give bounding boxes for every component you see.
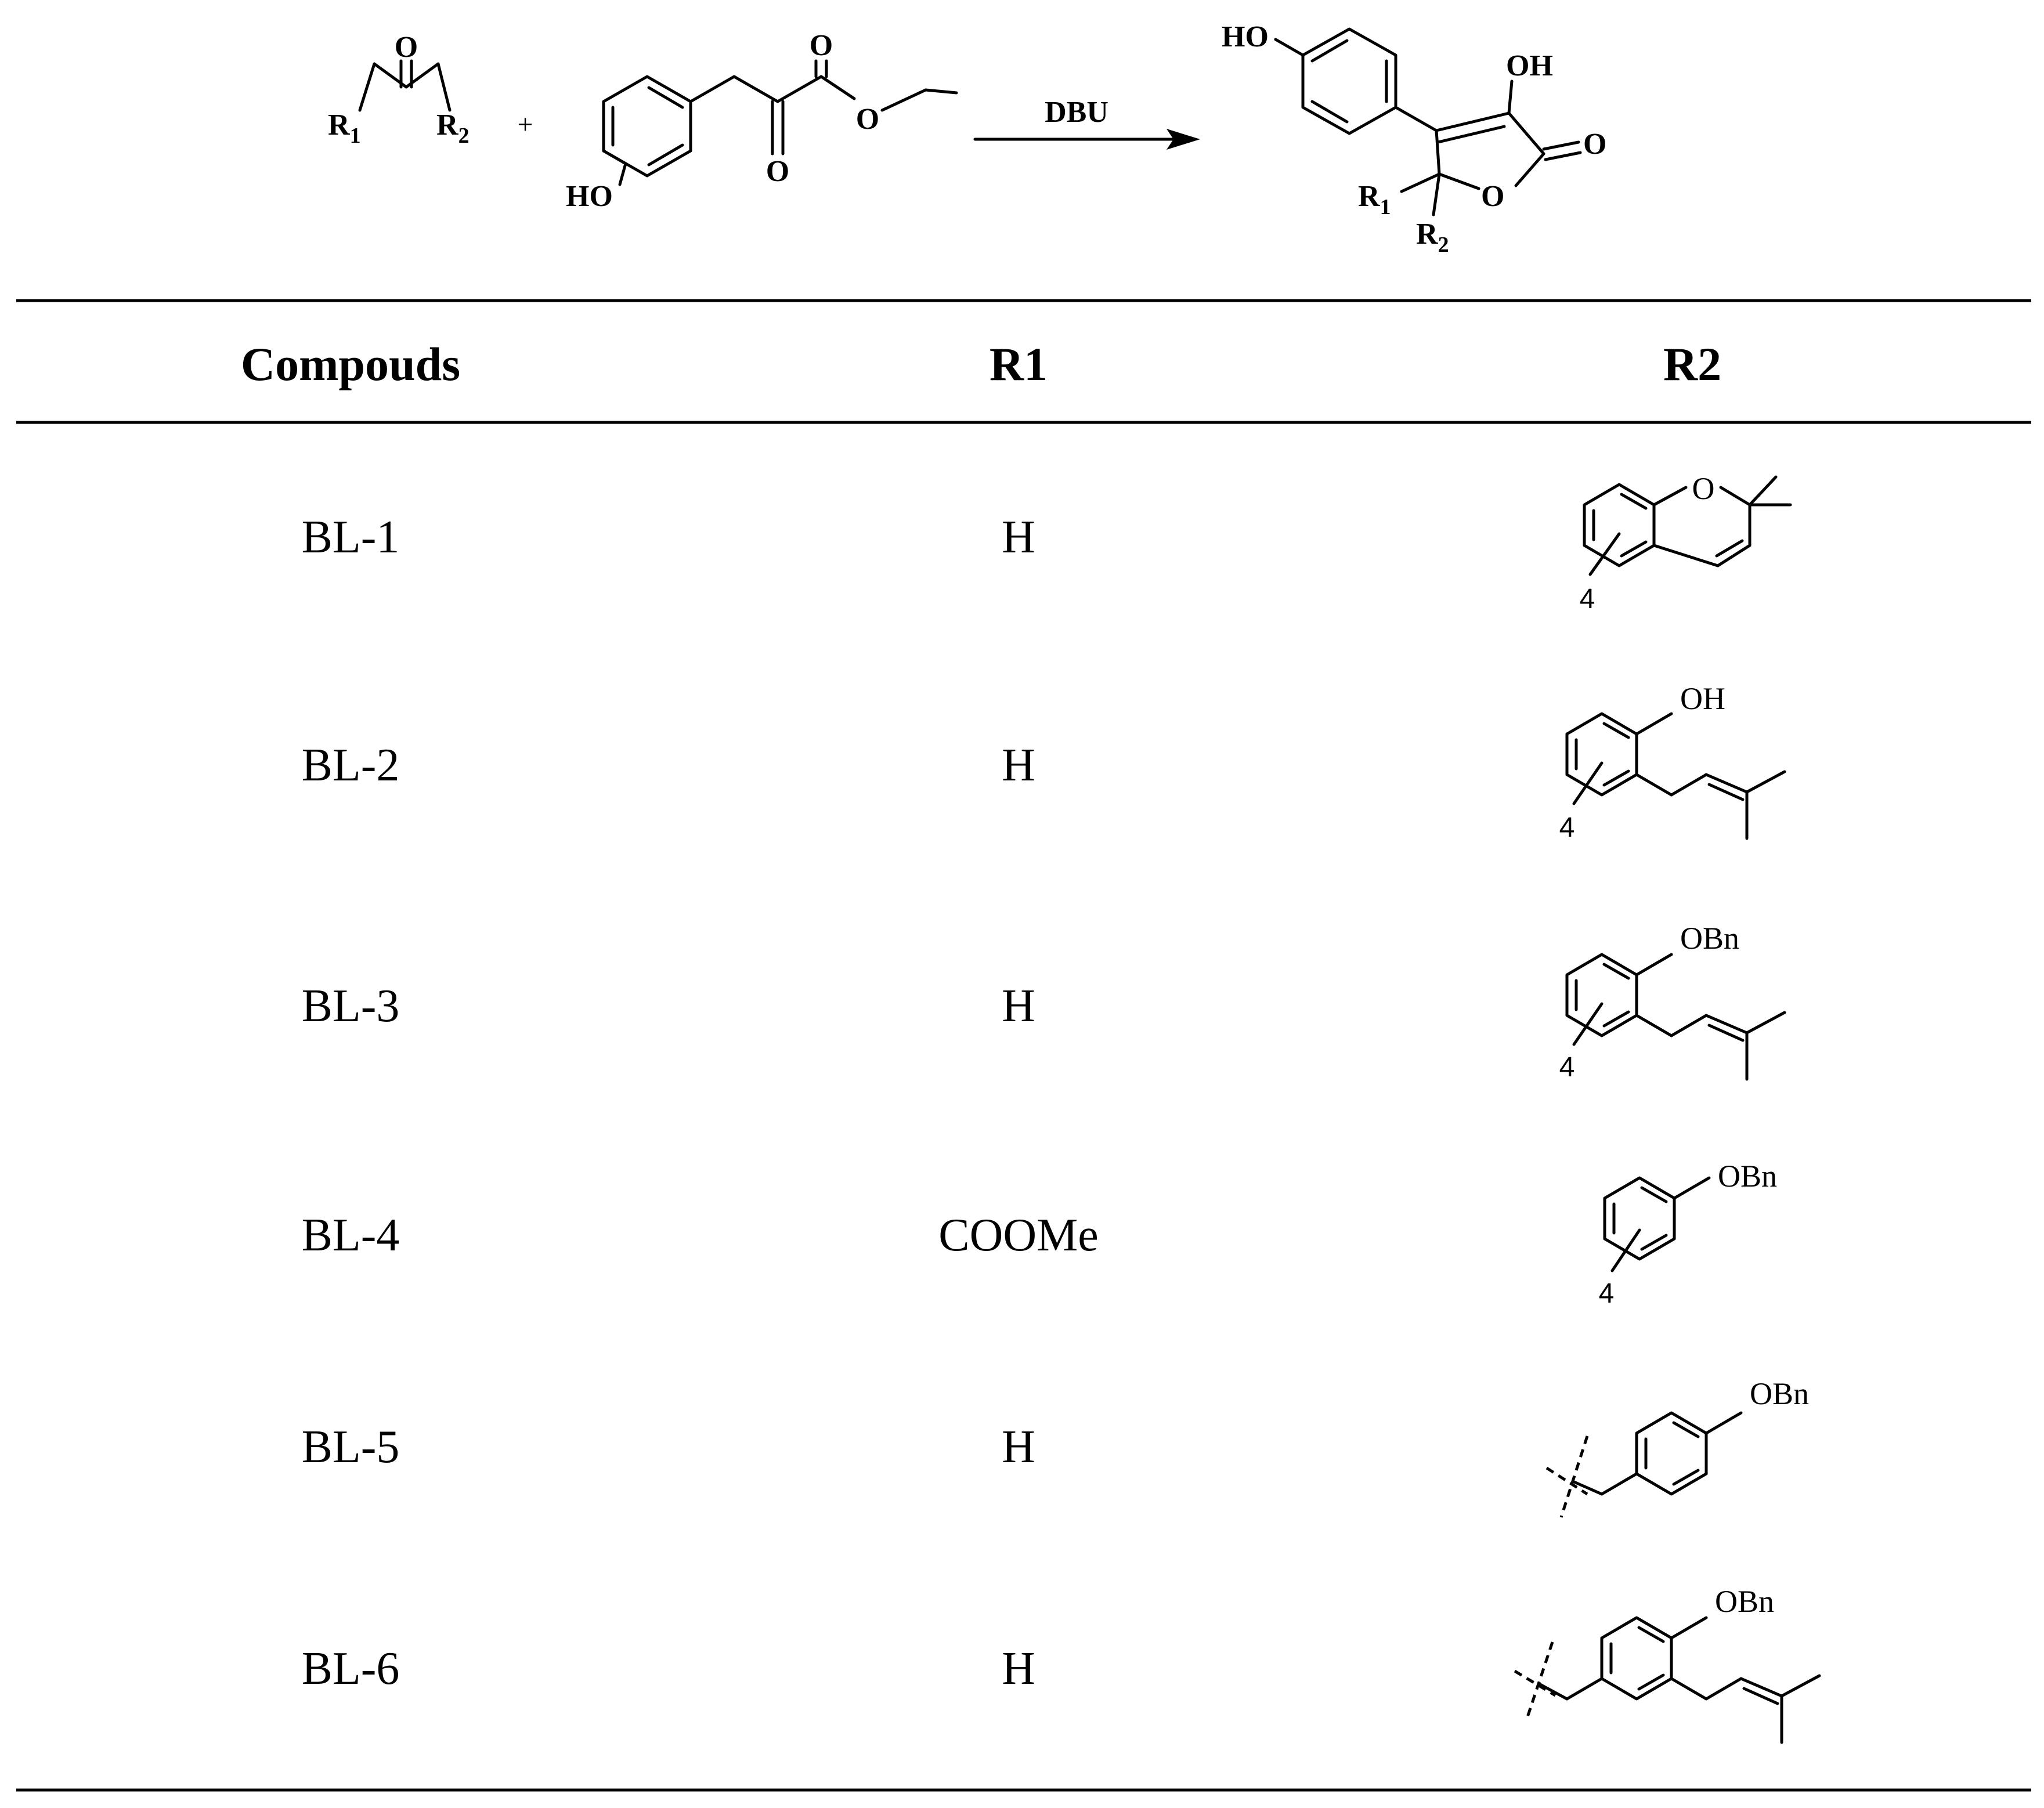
chromene-oxygen-label: O bbox=[1692, 471, 1715, 506]
attachment-position-label: 4 bbox=[1559, 812, 1575, 843]
compound-name: BL-5 bbox=[302, 1422, 400, 1473]
product-enol-hydroxy-label: OH bbox=[1506, 49, 1553, 82]
table-row: BL-3 H OBn 4 bbox=[302, 921, 1786, 1083]
table-row: BL-6 H OBn bbox=[302, 1584, 1821, 1744]
ketone-r2-label: R2 bbox=[436, 109, 470, 148]
r1-value: H bbox=[1002, 1422, 1035, 1473]
product-structure: HO O OH O R1 R2 bbox=[1222, 20, 1606, 257]
table-row: BL-2 H OH 4 bbox=[302, 681, 1786, 843]
compound-name: BL-3 bbox=[302, 981, 400, 1032]
header-r2: R2 bbox=[1663, 338, 1721, 390]
benzyloxy-label: OBn bbox=[1718, 1159, 1777, 1194]
attachment-position-label: 4 bbox=[1599, 1278, 1615, 1309]
r1-value: H bbox=[1002, 512, 1035, 563]
benzyloxy-label: OBn bbox=[1750, 1376, 1809, 1411]
ester-carbonyl-oxygen-label: O bbox=[810, 29, 833, 62]
product-r1-label: R1 bbox=[1358, 180, 1391, 219]
reaction-arrow: DBU bbox=[973, 96, 1200, 150]
r1-value: H bbox=[1002, 1643, 1035, 1694]
r2-structure-chromene: O 4 bbox=[1580, 471, 1792, 614]
compound-name: BL-4 bbox=[302, 1210, 400, 1261]
hydroxy-label: OH bbox=[1680, 681, 1725, 716]
header-compounds: Compouds bbox=[241, 338, 460, 390]
compound-name: BL-1 bbox=[302, 512, 400, 563]
phenylpyruvate-ester-structure: HO O O O bbox=[566, 29, 958, 213]
plus-sign: + bbox=[517, 109, 533, 140]
product-hydroxy-label: HO bbox=[1222, 20, 1269, 53]
product-ring-oxygen-label: O bbox=[1481, 180, 1504, 213]
attachment-position-label: 4 bbox=[1580, 584, 1595, 614]
r1-value: COOMe bbox=[938, 1210, 1099, 1261]
compound-name: BL-6 bbox=[302, 1643, 400, 1694]
header-r1: R1 bbox=[990, 338, 1048, 390]
compound-name: BL-2 bbox=[302, 740, 400, 791]
product-lactone-oxygen-label: O bbox=[1583, 128, 1606, 161]
table-row: BL-1 H O 4 bbox=[302, 471, 1792, 614]
r1-value: H bbox=[1002, 740, 1035, 791]
ketone-r1-label: R1 bbox=[328, 109, 361, 148]
substituent-table: Compouds R1 R2 BL-1 H O bbox=[16, 299, 2031, 1792]
product-r2-label: R2 bbox=[1416, 218, 1449, 257]
benzyloxy-label: OBn bbox=[1715, 1584, 1774, 1619]
r2-structure-prenyl-benzyloxybenzyl: OBn bbox=[1514, 1584, 1821, 1744]
r2-structure-benzyloxybenzyl: OBn bbox=[1545, 1376, 1809, 1518]
r2-structure-prenylphenol: OH 4 bbox=[1559, 681, 1786, 843]
attachment-position-label: 4 bbox=[1559, 1052, 1575, 1083]
ester-hydroxy-label: HO bbox=[566, 180, 613, 213]
r1-value: H bbox=[1002, 981, 1035, 1032]
reaction-scheme: O R1 R2 + HO O bbox=[328, 20, 1606, 257]
r2-structure-benzyloxyphenyl: OBn 4 bbox=[1599, 1159, 1777, 1309]
ketone-oxygen-label: O bbox=[395, 31, 418, 64]
benzyloxy-label: OBn bbox=[1680, 921, 1739, 956]
reagent-label: DBU bbox=[1045, 96, 1108, 129]
ester-ketone-oxygen-label: O bbox=[766, 155, 789, 188]
table-row: BL-5 H OBn bbox=[302, 1376, 1809, 1518]
ester-ether-oxygen-label: O bbox=[856, 103, 879, 136]
r2-structure-prenyl-benzyloxy: OBn 4 bbox=[1559, 921, 1786, 1083]
ketone-structure: O R1 R2 bbox=[328, 31, 470, 148]
table-row: BL-4 COOMe OBn 4 bbox=[302, 1159, 1777, 1309]
